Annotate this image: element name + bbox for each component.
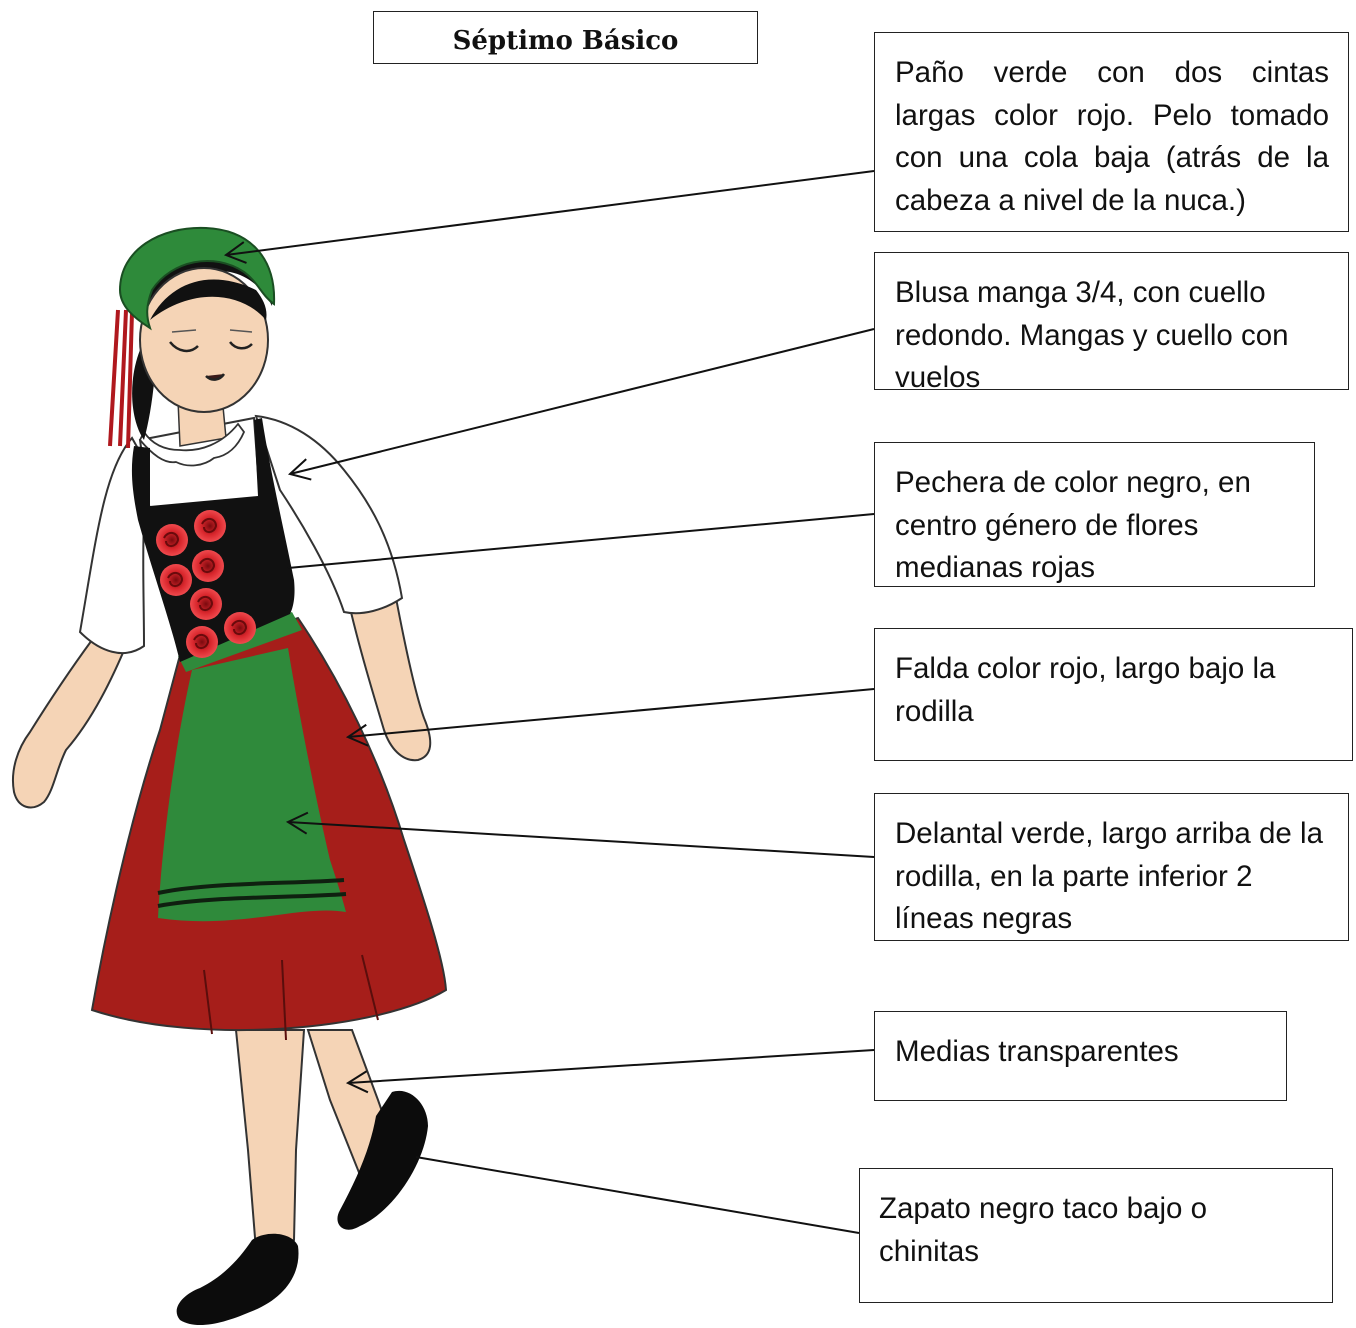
rose [194,510,226,542]
front-shoe [176,1233,299,1326]
connector-blouse-arrowhead [287,458,312,481]
rose-petal [231,620,248,636]
label-stockings: Medias transparentes [874,1011,1287,1101]
rose [224,612,256,644]
rose [160,564,192,596]
red-ribbons [108,309,134,449]
label-text: Paño verde con dos cintas largas color r… [895,56,1329,217]
blouse-right-sleeve [254,414,404,615]
closed-eye-left [169,341,199,353]
label-headscarf: Paño verde con dos cintas largas color r… [874,32,1349,232]
back-shoe [337,1090,428,1230]
connector-stockings-arrowhead [345,1070,369,1094]
connector-apron-arrowhead [285,811,309,835]
label-text: Delantal verde, largo arriba de la rodil… [895,817,1323,935]
label-text: Zapato negro taco bajo o chinitas [879,1192,1208,1268]
connector-apron [287,821,875,858]
green-apron [158,648,346,922]
rose-petal [163,532,180,548]
label-bodice: Pechera de color negro, en centro género… [874,442,1315,587]
rose [156,524,188,556]
title-box: Séptimo Básico [373,11,758,64]
connector-skirt-arrowhead [345,723,369,747]
label-text: Medias transparentes [895,1035,1179,1068]
rose-petal [167,572,184,588]
connector-headscarf-arrowhead [223,241,247,264]
closed-eye-right [229,341,253,350]
connector-headscarf [225,170,875,256]
rose-petal [193,634,210,650]
rose [192,550,224,582]
rose [186,626,218,658]
connector-arrows [223,170,875,1234]
connector-blouse [289,328,875,475]
connector-bodice [287,513,875,569]
rose [190,588,222,620]
connector-skirt [347,688,875,738]
label-text: Pechera de color negro, en centro género… [895,466,1251,584]
page-title: Séptimo Básico [452,26,679,56]
label-blouse: Blusa manga 3/4, con cuello redondo. Man… [874,252,1349,394]
label-skirt: Falda color rojo, largo bajo la rodilla [874,628,1353,761]
label-shoes: Zapato negro taco bajo o chinitas [859,1168,1333,1303]
connector-shoes [415,1156,860,1234]
label-text: Falda color rojo, largo bajo la rodilla [895,652,1276,728]
bodice-roses [156,510,256,658]
label-apron: Delantal verde, largo arriba de la rodil… [874,793,1349,941]
connector-stockings [347,1049,875,1084]
rose-petal [201,518,218,534]
rose-petal [197,596,214,612]
ruffled-collar [138,422,246,467]
rose-petal [199,558,216,574]
left-arm [12,634,132,809]
smile [205,373,226,381]
right-arm [348,596,432,762]
label-text: Blusa manga 3/4, con cuello redondo. Man… [895,276,1289,394]
front-leg [234,1029,306,1252]
